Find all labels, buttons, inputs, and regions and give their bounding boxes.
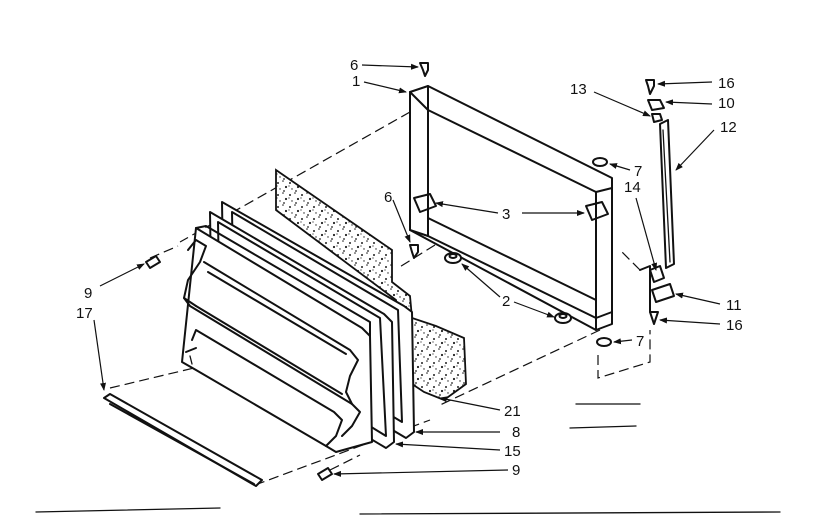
callout-9-bottom: 9 bbox=[512, 462, 520, 479]
callout-leaders bbox=[93, 63, 721, 477]
callout-16-bottom: 16 bbox=[726, 317, 743, 334]
callout-14: 14 bbox=[624, 179, 641, 196]
callout-21: 21 bbox=[504, 403, 521, 420]
callout-7-bottom: 7 bbox=[636, 333, 644, 350]
callout-1: 1 bbox=[352, 73, 360, 90]
door-liner bbox=[181, 225, 373, 453]
callout-16-top: 16 bbox=[718, 75, 735, 92]
screw-part-6 bbox=[409, 62, 429, 259]
spacer-part-2 bbox=[444, 252, 572, 324]
footer-rules bbox=[35, 403, 781, 515]
callout-15: 15 bbox=[504, 443, 521, 460]
callout-10: 10 bbox=[718, 95, 735, 112]
callout-2: 2 bbox=[502, 293, 510, 310]
callout-17: 17 bbox=[76, 305, 93, 322]
trim-strip-part-17 bbox=[103, 393, 263, 487]
screw-part-9 bbox=[145, 255, 333, 481]
callout-6-top: 6 bbox=[350, 57, 358, 74]
hinge-bracket-part-3 bbox=[413, 193, 609, 221]
callout-labels: 6 1 6 3 2 13 16 10 12 7 14 11 16 7 9 17 … bbox=[76, 57, 743, 479]
callout-3: 3 bbox=[502, 206, 510, 223]
callout-13: 13 bbox=[570, 81, 587, 98]
callout-6-mid: 6 bbox=[384, 189, 392, 206]
callout-9-left: 9 bbox=[84, 285, 92, 302]
callout-11: 11 bbox=[726, 297, 742, 314]
plug-part-7 bbox=[592, 157, 612, 347]
door-frame-part-1 bbox=[409, 85, 613, 331]
callout-8: 8 bbox=[512, 424, 520, 441]
callout-12: 12 bbox=[720, 119, 737, 136]
hinge-hardware bbox=[639, 79, 675, 325]
callout-7-top: 7 bbox=[634, 163, 642, 180]
